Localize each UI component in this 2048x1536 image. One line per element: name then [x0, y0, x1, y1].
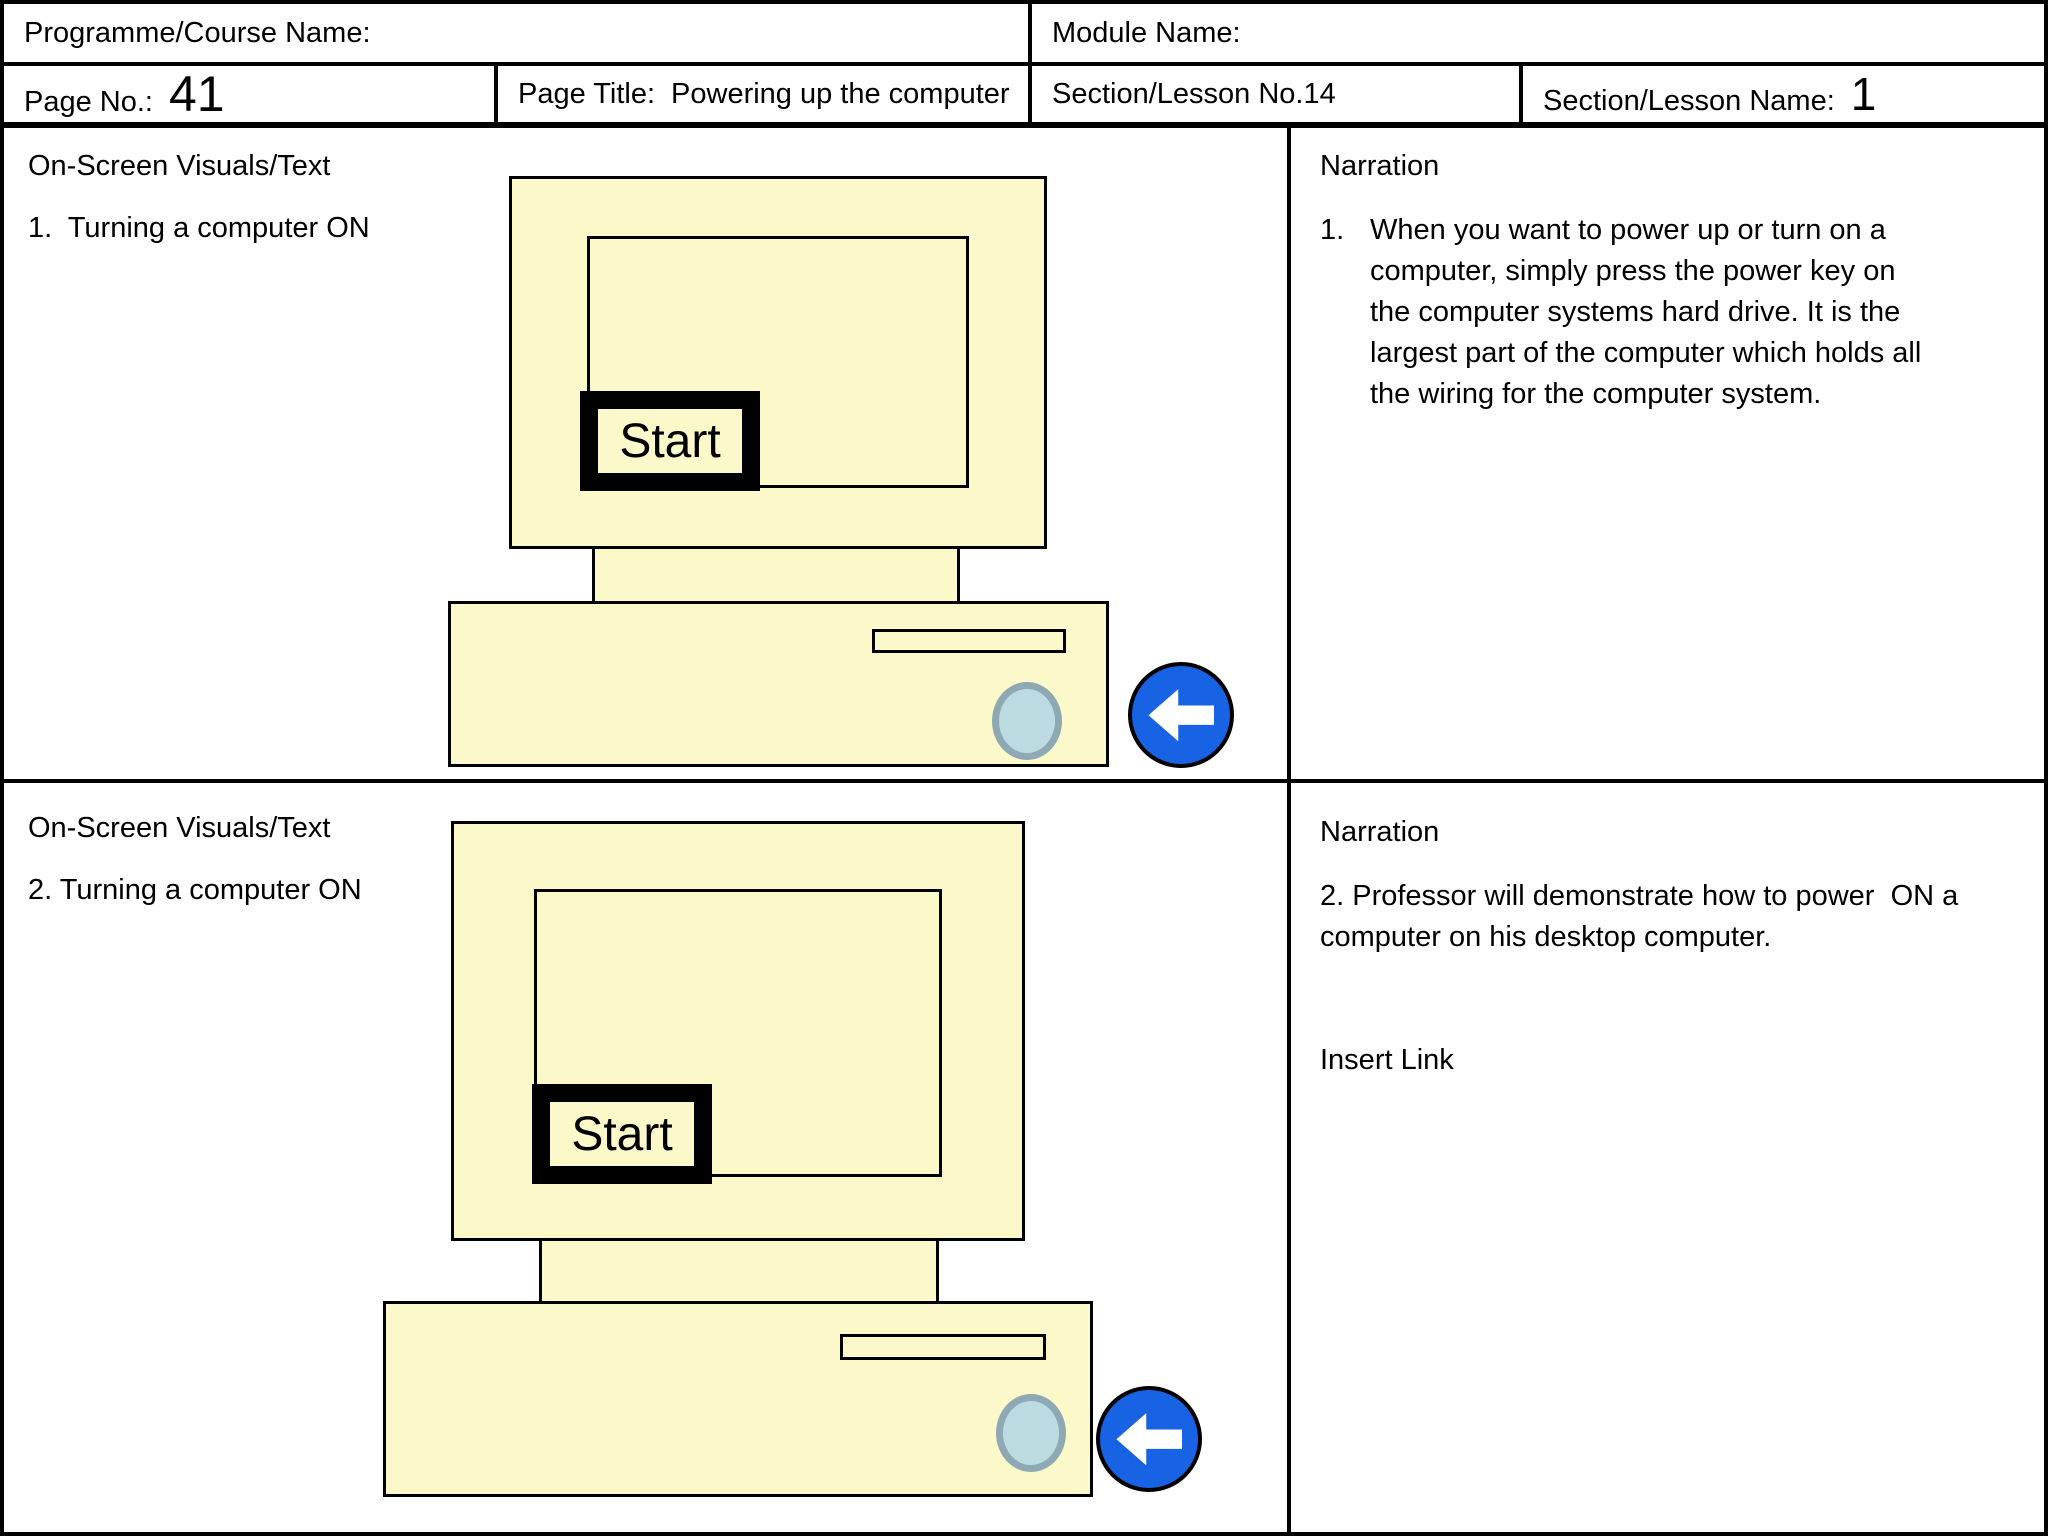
- computer-base: [383, 1301, 1093, 1497]
- module-name-cell: Module Name:: [1032, 4, 2044, 66]
- floppy-slot: [840, 1334, 1046, 1360]
- course-name-label: Programme/Course Name:: [24, 16, 371, 49]
- page-title-value: Powering up the computer: [671, 77, 1010, 110]
- narration-panel-1: [1291, 128, 2044, 783]
- page-no-label: Page No.:: [24, 86, 153, 118]
- power-button: [992, 682, 1062, 760]
- start-button-label: Start: [619, 414, 721, 468]
- visuals-panel-2: [4, 783, 1291, 1532]
- visuals-heading-1: On-Screen Visuals/Text: [28, 150, 331, 182]
- section-no-label: Section/Lesson No.14: [1052, 77, 1336, 110]
- visuals-heading-2: On-Screen Visuals/Text: [28, 812, 331, 844]
- module-name-label: Module Name:: [1052, 16, 1241, 49]
- power-button: [996, 1394, 1066, 1472]
- left-arrow-icon: [1116, 1412, 1182, 1466]
- floppy-slot: [872, 629, 1066, 653]
- narration-list-1: 1. When you want to power up or turn on …: [1320, 210, 2030, 415]
- back-arrow-button[interactable]: [1128, 662, 1234, 768]
- narration-heading-1: Narration: [1320, 150, 1440, 182]
- page-title-cell: Page Title: Powering up the computer: [498, 66, 1032, 128]
- start-button-face: Start: [595, 406, 745, 476]
- monitor-screen: [587, 236, 969, 488]
- visuals-panel-1: [4, 128, 1291, 783]
- narration-heading-2: Narration: [1320, 816, 1440, 848]
- start-button[interactable]: Start: [580, 391, 760, 491]
- narration-text-2: 2. Professor will demonstrate how to pow…: [1320, 880, 1959, 953]
- section-name-label: Section/Lesson Name:: [1543, 85, 1835, 117]
- visuals-item-2: 2. Turning a computer ON: [28, 874, 362, 906]
- left-arrow-icon: [1148, 688, 1214, 742]
- page-no-value: 41: [168, 66, 225, 122]
- monitor-stand: [592, 544, 960, 604]
- section-name-value: 1: [1850, 68, 1877, 120]
- monitor-stand: [539, 1234, 939, 1306]
- start-button-label: Start: [571, 1107, 673, 1161]
- visuals-item-1: 1. Turning a computer ON: [28, 212, 370, 244]
- course-name-cell: Programme/Course Name:: [4, 4, 1032, 66]
- start-button-face: Start: [547, 1099, 697, 1169]
- back-arrow-button[interactable]: [1096, 1386, 1202, 1492]
- section-no-cell: Section/Lesson No.14: [1032, 66, 1523, 128]
- page-no-cell: Page No.: 41: [4, 66, 498, 128]
- page-title-label: Page Title:: [518, 77, 656, 110]
- start-button[interactable]: Start: [532, 1084, 712, 1184]
- section-name-cell: Section/Lesson Name: 1: [1523, 66, 2044, 128]
- narration-text-1: When you want to power up or turn on a c…: [1370, 214, 1922, 410]
- narration-list-number: 1.: [1320, 214, 1345, 246]
- insert-link-label: Insert Link: [1320, 1044, 1454, 1076]
